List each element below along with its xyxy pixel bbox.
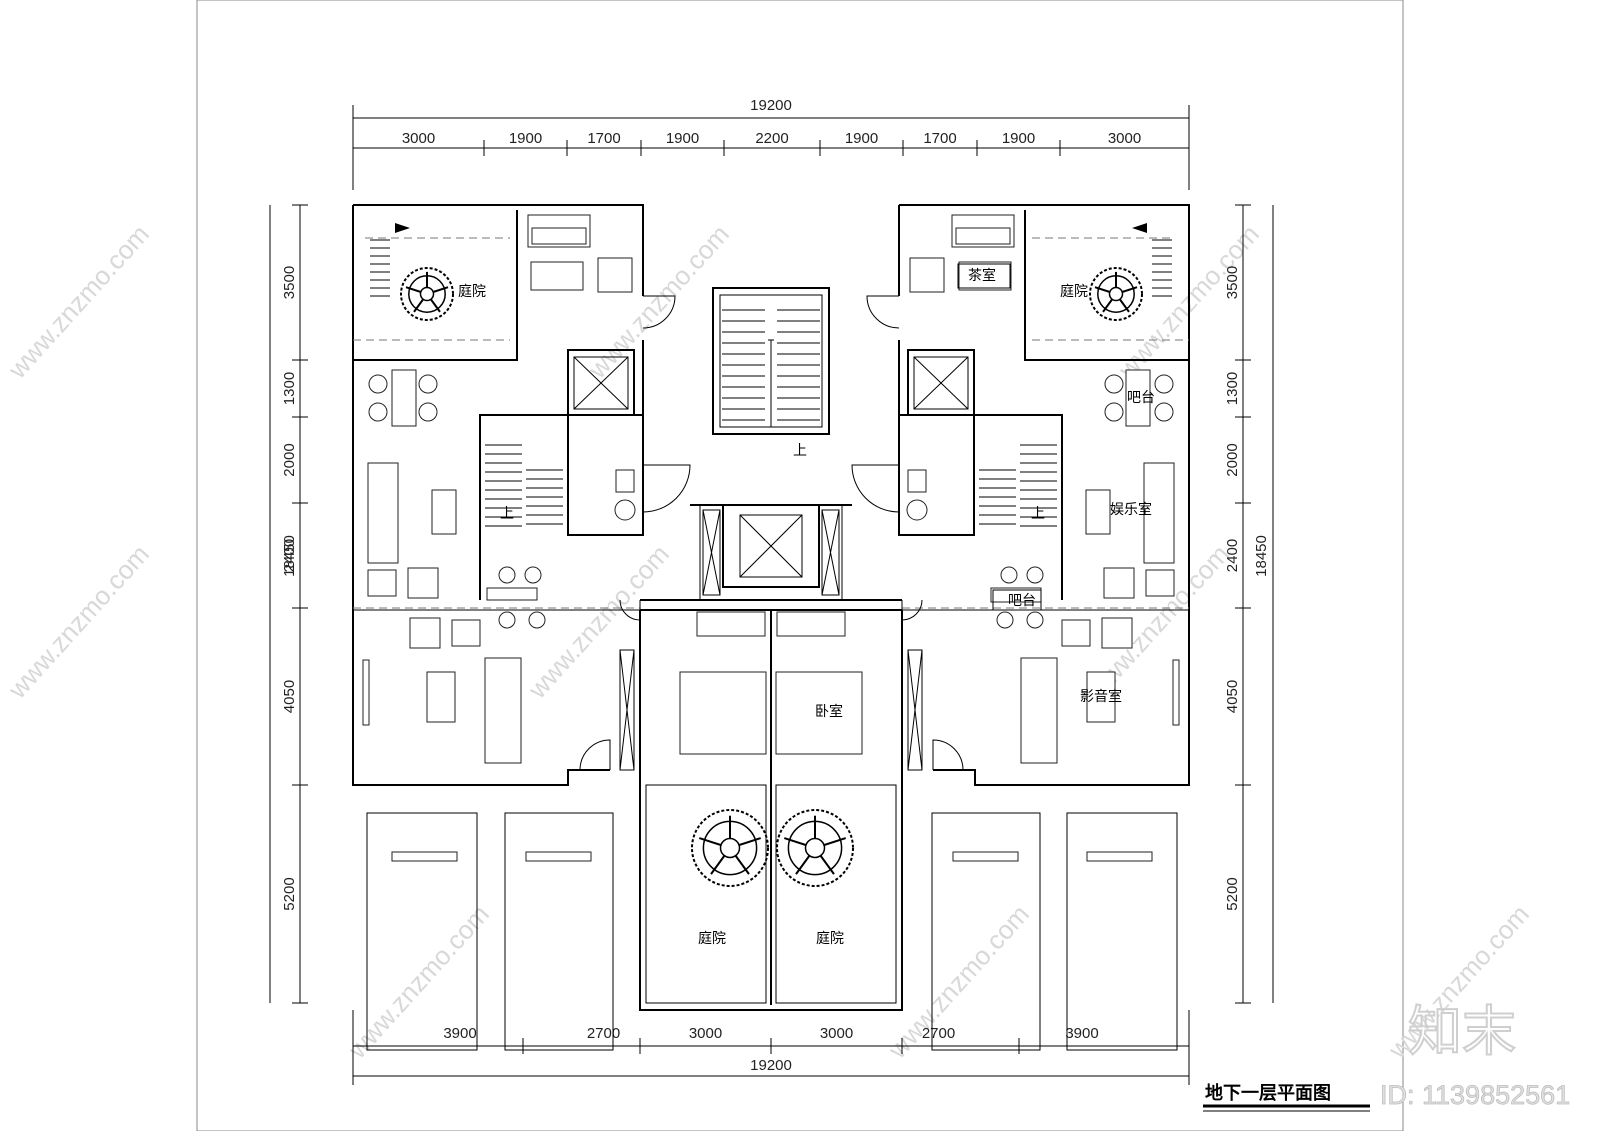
room-labels: 庭院 茶室 庭院 吧台 娱乐室 吧台 影音室 卧室 庭院 庭院 上 上 上 [458, 263, 1155, 947]
watermark-text: www.znzmo.com [581, 219, 734, 385]
brand-mark: 知末 ID: 1139852561 [1380, 999, 1571, 1110]
dim-bottom-segment: 2700 [922, 1025, 955, 1042]
dim-left-segment: 5200 [281, 877, 298, 910]
axis-lines [353, 237, 1189, 609]
room-label-courtyard-br: 庭院 [816, 930, 844, 947]
brand-logo: 知末 [1408, 1000, 1516, 1063]
stair-up-label: 上 [500, 506, 514, 522]
watermark-text: www.znzmo.com [881, 899, 1034, 1065]
dim-bottom-segment: 3000 [689, 1025, 722, 1042]
brand-id: ID: 1139852561 [1380, 1080, 1570, 1110]
dim-bottom-segment: 3900 [443, 1025, 476, 1042]
dim-right-segment: 4050 [1224, 680, 1241, 713]
watermark-text: www.znzmo.com [1, 219, 154, 385]
doors [579, 295, 964, 771]
dimension-right: 3500 1300 2000 2400 4050 5200 18450 [1224, 204, 1274, 1004]
dimension-top: 19200 3000 1900 1700 1900 2200 1900 1700 1900 30… [352, 97, 1190, 190]
dim-right-segment: 1300 [1224, 372, 1241, 405]
dim-top-segment: 1900 [845, 130, 878, 147]
dim-top-segment: 1900 [666, 130, 699, 147]
dim-left-segment: 3500 [281, 266, 298, 299]
tree-symbols [400, 267, 1143, 887]
dim-top-segment: 1900 [1002, 130, 1035, 147]
dim-right-segment: 3500 [1224, 266, 1241, 299]
dim-left-segment: 1300 [281, 372, 298, 405]
drawing-title-text: 地下一层平面图 [1205, 1082, 1331, 1104]
dim-top-segment: 3000 [1108, 130, 1141, 147]
room-label-courtyard-tr: 庭院 [1060, 283, 1088, 300]
stair-up-label: 上 [793, 443, 807, 459]
room-label-bedroom: 卧室 [815, 703, 843, 720]
dim-top-segment: 1700 [923, 130, 956, 147]
dim-right-segment: 2000 [1224, 443, 1241, 476]
dim-left-total: 18450 [281, 535, 298, 577]
sheet-frame [196, 0, 1404, 1131]
watermark-text: www.znzmo.com [1, 539, 154, 705]
room-label-courtyard-tl: 庭院 [458, 283, 486, 300]
dim-right-segment: 5200 [1224, 877, 1241, 910]
walls [352, 204, 1190, 1011]
room-label-tea-room: 茶室 [968, 267, 996, 284]
watermark-layer: www.znzmo.com www.znzmo.com www.znzmo.co… [1, 219, 1534, 1065]
room-label-bar-lower: 吧台 [1008, 593, 1036, 609]
room-label-courtyard-bl: 庭院 [698, 930, 726, 947]
stairs [370, 223, 1172, 527]
furniture [362, 214, 1180, 1051]
tree-icon [691, 809, 769, 887]
room-label-bar-upper: 吧台 [1127, 390, 1155, 406]
tree-icon [400, 267, 454, 321]
dim-left-segment: 2400 [281, 539, 298, 572]
tree-icon [1089, 267, 1143, 321]
dim-top-segment: 3000 [402, 130, 435, 147]
room-label-entertainment: 娱乐室 [1110, 501, 1152, 518]
dim-bottom-segment: 3000 [820, 1025, 853, 1042]
dim-top-total: 19200 [750, 97, 792, 114]
tree-icon [776, 809, 854, 887]
stair-up-label: 上 [1031, 506, 1045, 522]
drawing-title: 地下一层平面图 [1203, 1082, 1370, 1112]
dim-top-segment: 1900 [509, 130, 542, 147]
dim-top-segment: 2200 [755, 130, 788, 147]
dim-bottom-total: 19200 [750, 1057, 792, 1074]
dimension-bottom: 3900 2700 3000 3000 2700 3900 19200 [352, 1010, 1190, 1085]
room-label-av-room: 影音室 [1080, 688, 1122, 705]
dim-top-segment: 1700 [587, 130, 620, 147]
dim-left-segment: 4050 [281, 680, 298, 713]
dimension-left: 3500 1300 2000 2400 4050 5200 18450 [269, 204, 308, 1004]
elevators [573, 356, 969, 771]
dim-right-segment: 2400 [1224, 539, 1241, 572]
dim-bottom-segment: 2700 [587, 1025, 620, 1042]
dim-right-total: 18450 [1253, 535, 1270, 577]
dim-bottom-segment: 3900 [1065, 1025, 1098, 1042]
dim-left-segment: 2000 [281, 443, 298, 476]
